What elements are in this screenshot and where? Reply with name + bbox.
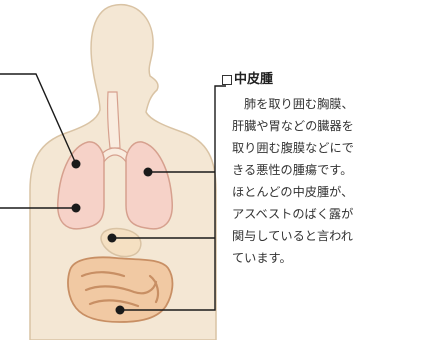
description-line: アスベストのばく露が: [232, 203, 418, 225]
marker-dot-stomach: [108, 234, 117, 243]
description-line: きる悪性の腫瘍です。: [232, 159, 418, 181]
description-title-row: 中皮腫: [222, 70, 418, 90]
description-line: 取り囲む腹膜などにで: [232, 137, 418, 159]
checkbox-icon: [222, 75, 232, 85]
description-line: ています。: [232, 247, 418, 269]
marker-dot-lung-left-upper: [72, 160, 81, 169]
marker-dot-lung-left-lower: [72, 204, 81, 213]
description-line: 肺を取り囲む胸膜、: [232, 93, 418, 115]
description-line: 関与していると言われ: [232, 225, 418, 247]
description-line: 肝臓や胃などの臓器を: [232, 115, 418, 137]
marker-dot-intestine: [116, 306, 125, 315]
description-body: 肺を取り囲む胸膜、 肝臓や胃などの臓器を 取り囲む腹膜などにで きる悪性の腫瘍で…: [222, 93, 418, 269]
description-line: ほとんどの中皮腫が、: [232, 181, 418, 203]
marker-dot-lung-right: [144, 168, 153, 177]
description-panel: 中皮腫 肺を取り囲む胸膜、 肝臓や胃などの臓器を 取り囲む腹膜などにで きる悪性…: [222, 70, 418, 269]
description-title: 中皮腫: [234, 70, 273, 90]
